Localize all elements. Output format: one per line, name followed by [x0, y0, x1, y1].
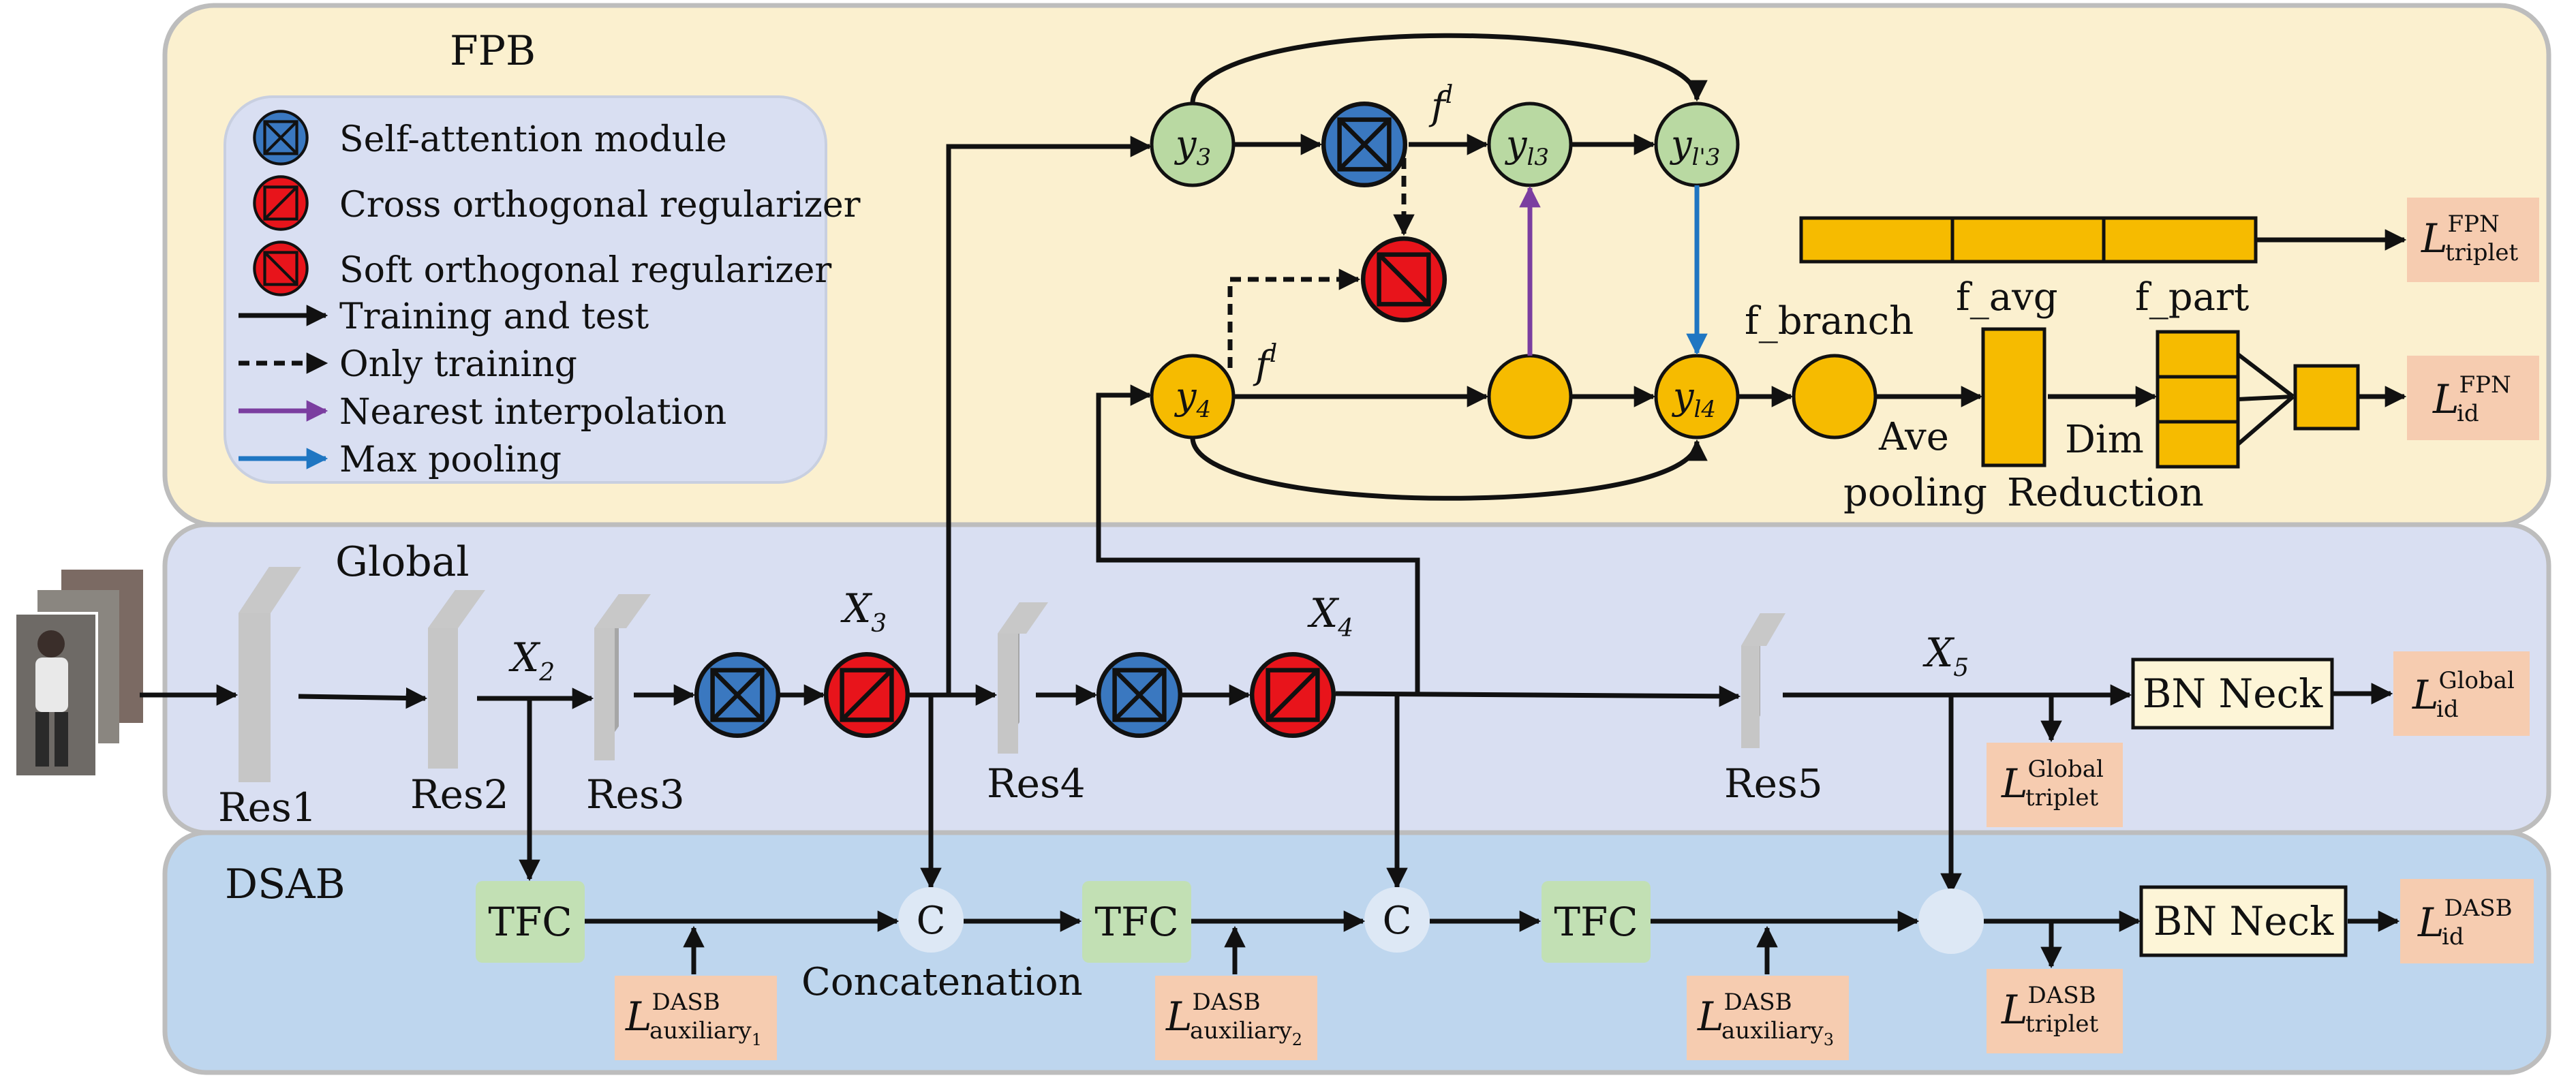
y3-label: y3 [1174, 123, 1211, 171]
res3-block [594, 594, 651, 760]
res3-label: Res3 [586, 771, 685, 818]
yl4-node [1654, 354, 1740, 439]
f-branch-node [1792, 354, 1877, 439]
loss-auxiliary-1 [615, 976, 777, 1060]
input-images [14, 570, 143, 778]
loss-dsab-id [2400, 879, 2534, 963]
res5-block [1741, 613, 1785, 748]
concatenation-label: Concatenation [801, 960, 1083, 1004]
interp-node [1487, 354, 1573, 439]
res5-label: Res5 [1724, 760, 1823, 807]
soft-orthogonal-module-fpb [1363, 238, 1445, 320]
global-section-title: Global [335, 538, 470, 586]
loss-fpn-id [2407, 356, 2539, 440]
concat-node-1-label: C [917, 899, 946, 943]
fpb-arrows [1190, 33, 2407, 501]
y4-label: y4 [1174, 375, 1211, 423]
yl4-label: yl4 [1672, 375, 1716, 423]
legend-label: Max pooling [339, 439, 562, 480]
dim-label: Dim [2065, 418, 2144, 462]
pooling-label: pooling [1843, 471, 1987, 515]
bn-neck-global-label: BN Neck [2143, 670, 2323, 717]
yl3-label: yl3 [1505, 123, 1549, 171]
f-part-merge-lines [2237, 352, 2295, 446]
x4-to-y4-line [1096, 384, 1420, 695]
loss-global-triplet [1987, 743, 2123, 827]
res1-label: Res1 [218, 784, 317, 831]
legend-box [224, 95, 827, 484]
loss-auxiliary-2 [1155, 976, 1317, 1060]
self-attention-module-1 [696, 654, 778, 736]
soft-orthogonal-icon [254, 242, 307, 294]
res1-block [239, 567, 301, 782]
f-branch-label: f_branch [1745, 299, 1914, 343]
res4-block [998, 602, 1048, 754]
loss-fpn-triplet [2407, 198, 2539, 282]
self-attention-module-2 [1099, 654, 1180, 736]
concat-node-2 [1364, 887, 1430, 953]
f-avg-bar [1981, 327, 2046, 467]
fpb-dashed-arrows [1227, 158, 1415, 368]
self-attention-icon [254, 111, 307, 164]
bn-neck-global [2131, 658, 2334, 730]
f-part-reduced [2293, 364, 2360, 431]
res2-block [428, 590, 485, 769]
cross-orthogonal-module-1 [826, 654, 908, 736]
tfc-block-1 [476, 881, 585, 963]
loss-global-id [2393, 651, 2530, 736]
self-attention-module-fpb [1323, 104, 1405, 185]
x5-label: X5 [1922, 630, 1969, 682]
legend-label: Training and test [339, 296, 649, 337]
bn-neck-dsab [2139, 885, 2348, 957]
legend-label: Soft orthogonal regularizer [339, 250, 831, 291]
tfc-block-2-label: TFC [1094, 899, 1178, 945]
dsab-arrows [585, 910, 2400, 974]
f-avg-label: f_avg [1956, 275, 2058, 320]
ave-label: Ave [1878, 415, 1949, 459]
loss-auxiliary-3 [1687, 976, 1849, 1060]
legend-label: Self-attention module [339, 119, 727, 160]
res4-label: Res4 [987, 760, 1086, 807]
x2-label: X2 [508, 634, 555, 687]
tfc-block-3-label: TFC [1554, 899, 1638, 945]
bn-neck-dsab-label: BN Neck [2153, 898, 2334, 944]
x3-label: X3 [840, 585, 887, 638]
concat-node-2-label: C [1383, 899, 1412, 943]
tfc-block-3 [1542, 881, 1651, 963]
cross-orthogonal-icon [254, 176, 307, 229]
sum-node [1918, 888, 1984, 954]
legend-label: Only training [339, 344, 577, 385]
res2-label: Res2 [410, 771, 509, 818]
concat-node-1 [898, 887, 964, 953]
cross-orthogonal-module-2 [1252, 654, 1334, 736]
x3-to-y3-line [946, 136, 1152, 695]
tfc-block-2 [1082, 881, 1191, 963]
legend-label: Cross orthogonal regularizer [339, 185, 861, 226]
dsab-section-title: DSAB [225, 861, 346, 908]
yl3p-label: yl'3 [1670, 123, 1720, 171]
loss-dsab-triplet [1987, 969, 2123, 1053]
f-part-label: f_part [2135, 275, 2250, 320]
legend-label: Nearest interpolation [339, 392, 726, 433]
x4-label: X4 [1307, 590, 1353, 643]
fpb-section-title: FPB [450, 27, 536, 75]
fpn-feature-bar [1799, 216, 2258, 264]
f-part-stack [2156, 330, 2240, 469]
reduction-label: Reduction [2007, 471, 2204, 515]
tfc-block-1-label: TFC [488, 899, 572, 945]
